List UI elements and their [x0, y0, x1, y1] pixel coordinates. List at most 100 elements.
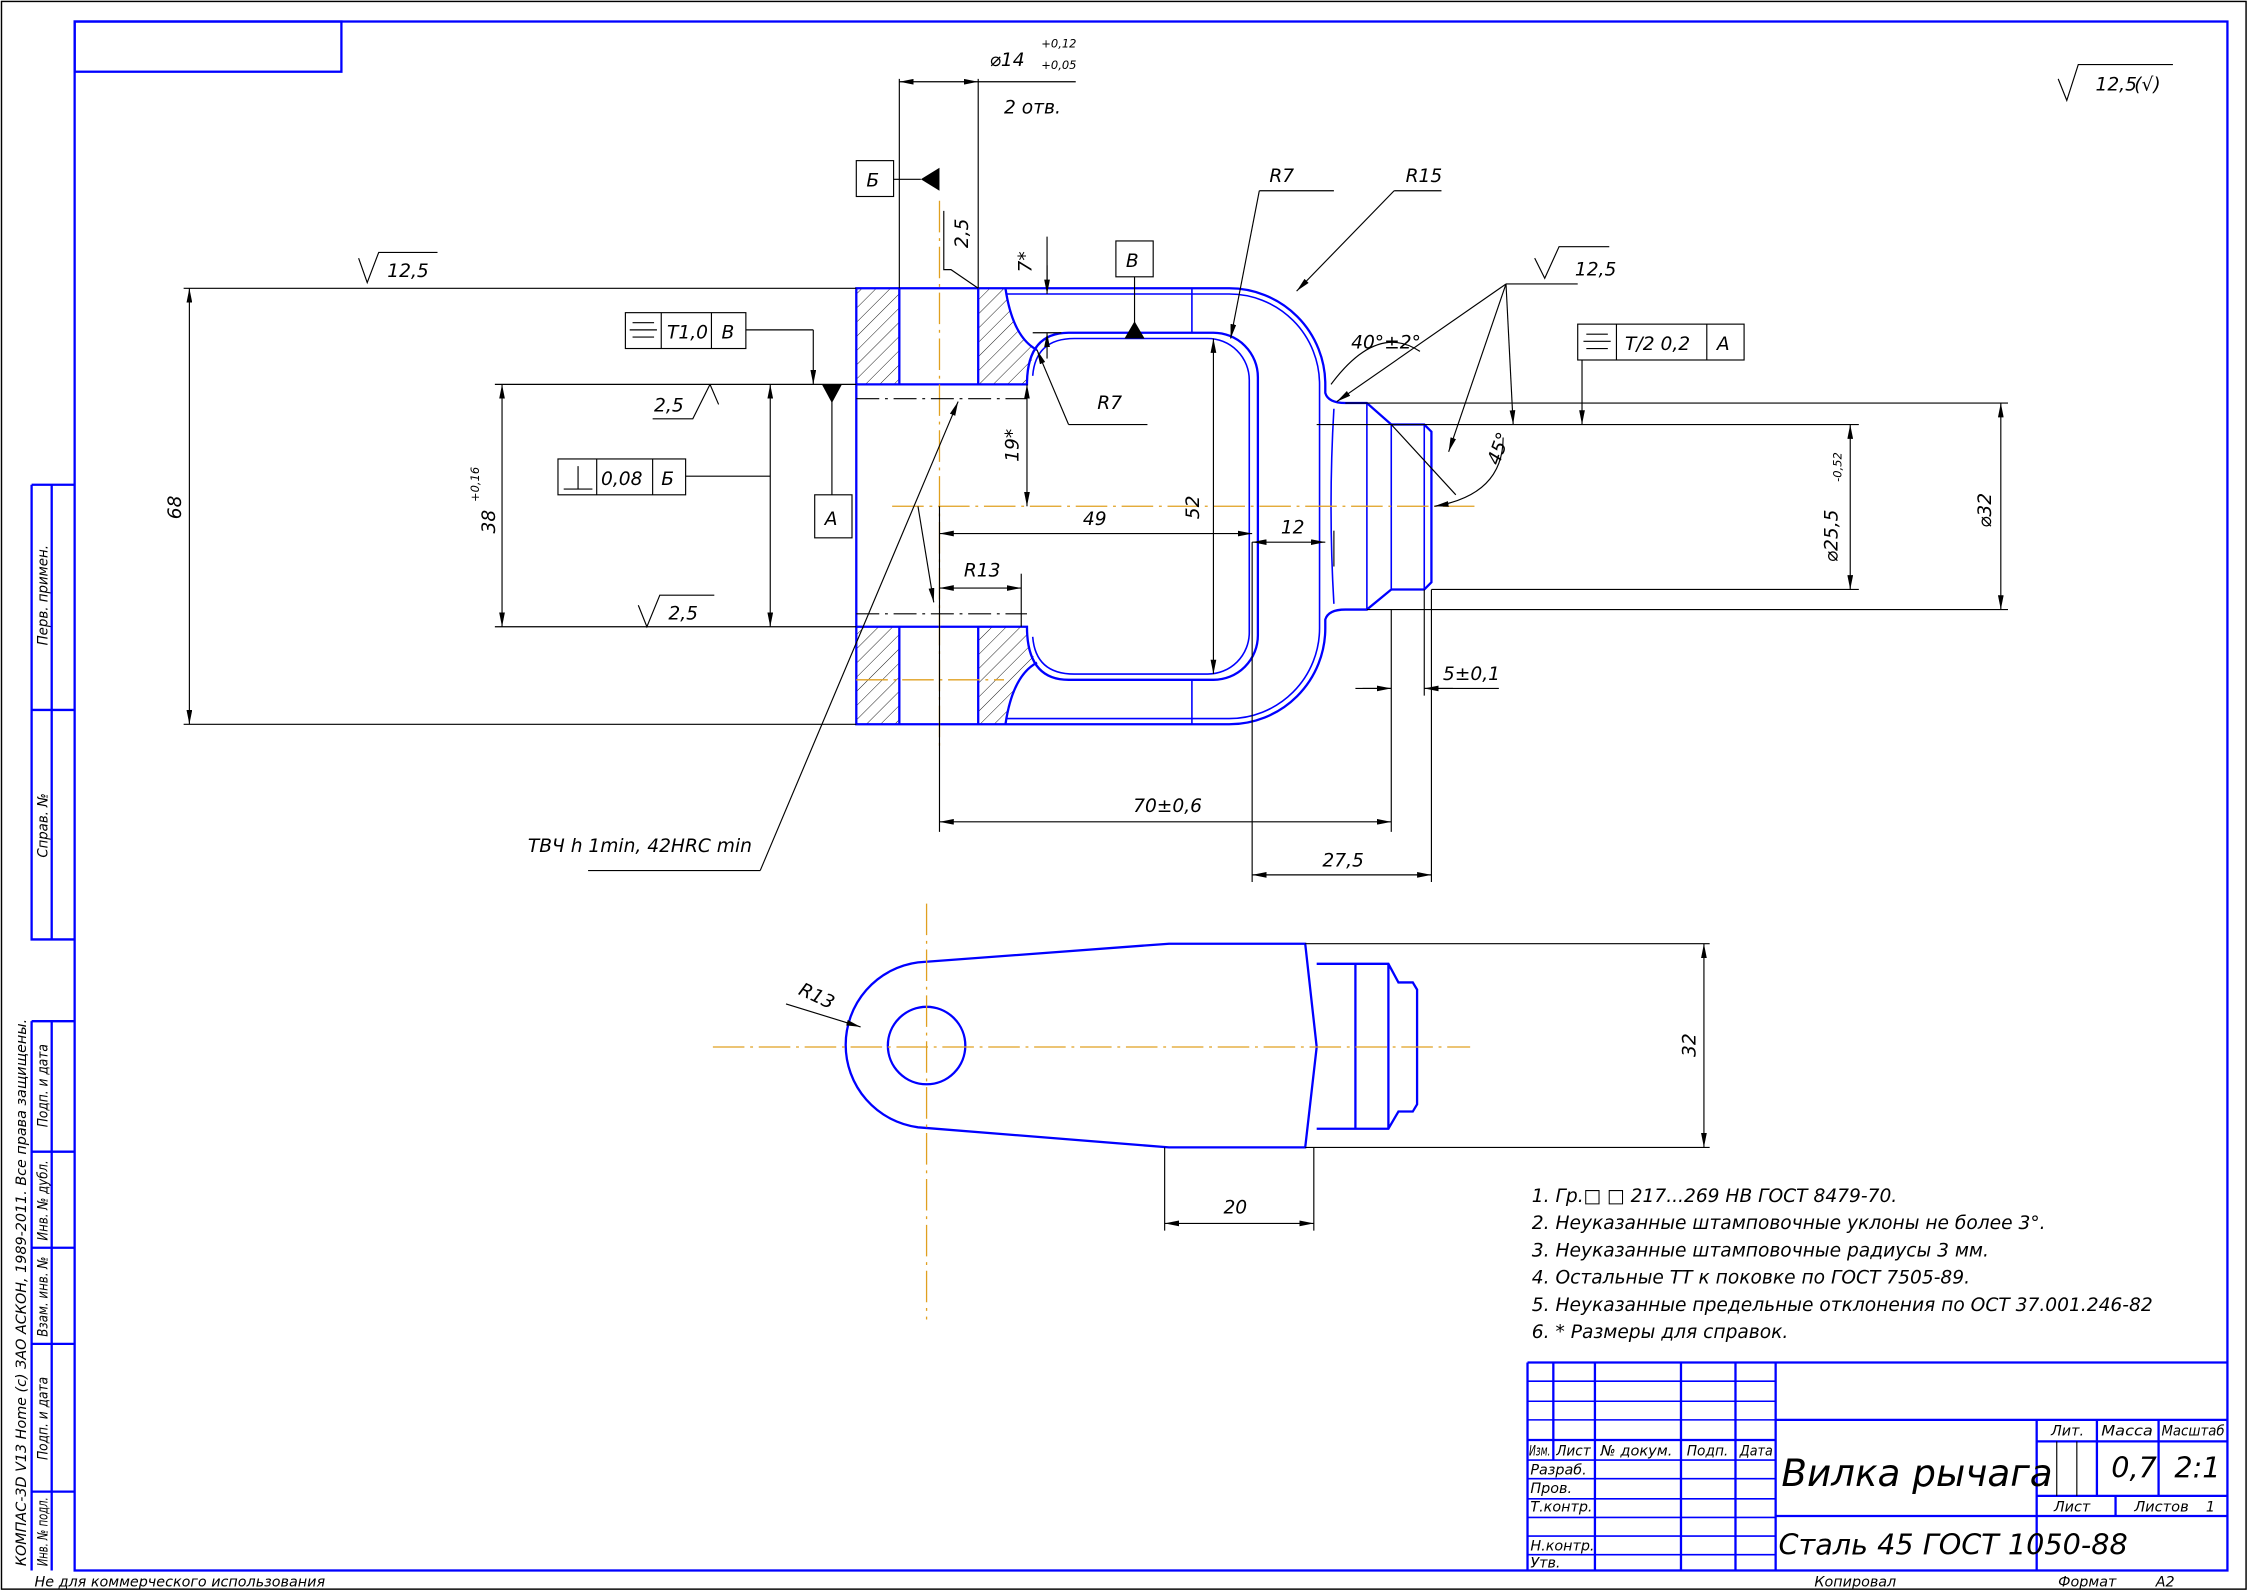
- note: 5. Неуказанные предельные отклонения по …: [1532, 1295, 2153, 1316]
- dimension-70: 70±0,6: [938, 506, 1392, 832]
- tb-role: Пров.: [1530, 1481, 1572, 1497]
- symmetry-icon: [1583, 333, 1611, 350]
- hole-tol-lower: +0,05: [1041, 58, 1076, 72]
- side-label: Подп. и дата: [35, 1377, 51, 1460]
- footer-notice: Не для коммерческого использования: [34, 1574, 325, 1590]
- lit-label: Лит.: [2050, 1424, 2084, 1440]
- dim-49-text: 49: [1083, 509, 1107, 530]
- roughness-shank: 12,5: [1336, 246, 1616, 452]
- datum-a: А: [814, 384, 853, 539]
- roughness-slot-top-value: 2,5: [654, 396, 684, 417]
- lug-hatching: [856, 288, 1038, 725]
- angle-45: 45°: [1390, 424, 1515, 507]
- dim-d25-tolerance: -0,52: [1831, 452, 1845, 482]
- roughness-top-value: 12,5: [387, 261, 428, 282]
- r7-lower-text: R7: [1097, 393, 1122, 414]
- datum-a-letter: А: [824, 509, 838, 530]
- perpendicular-icon: [563, 466, 593, 490]
- dimension-19: 19*: [1002, 384, 1030, 507]
- dim-5-text: 5±0,1: [1443, 664, 1500, 685]
- tb-role: Утв.: [1530, 1556, 1560, 1572]
- dim-d32-text: ⌀32: [1975, 493, 1996, 528]
- hole-count-text: 2 отв.: [1004, 97, 1061, 118]
- datum-b: Б: [855, 160, 940, 198]
- part-material: Сталь 45 ГОСТ 1050-88: [1779, 1528, 2128, 1562]
- angle-45-text: 45°: [1484, 430, 1515, 468]
- plan-dim-20-text: 20: [1223, 1197, 1247, 1218]
- side-label: Справ. №: [35, 793, 51, 858]
- roughness-slot-bottom: 2,5: [637, 594, 715, 629]
- copyright-text: КОМПАС-3D V13 Home (c) ЗАО АСКОН, 1989-2…: [14, 1019, 30, 1566]
- footer-format-label: Формат: [2058, 1574, 2117, 1590]
- heat-treatment-text: ТВЧ h 1min, 42HRC min: [528, 836, 752, 857]
- roughness-slot-bottom-value: 2,5: [668, 604, 698, 625]
- hole-tol-upper: +0,12: [1041, 36, 1076, 50]
- dimension-52: 52: [1183, 338, 1217, 675]
- centerlines: [856, 200, 1478, 746]
- roughness-slot-top: 2,5: [652, 384, 720, 420]
- datum-v-letter: В: [1126, 251, 1139, 272]
- tb-header: № докум.: [1600, 1444, 1673, 1460]
- note: 4. Остальные ТТ к поковке по ГОСТ 7505-8…: [1532, 1268, 1970, 1289]
- dim-7-text: 7*: [1015, 251, 1036, 272]
- roughness-shank-value: 12,5: [1575, 259, 1616, 280]
- side-strip: Перв. примен. Справ. № Подп. и дата Инв.…: [14, 483, 75, 1571]
- dim-68-text: 68: [165, 495, 186, 519]
- angle-40-text: 40°±2°: [1351, 333, 1421, 354]
- dim-27-5-text: 27,5: [1322, 850, 1363, 871]
- mass-label: Масса: [2101, 1424, 2153, 1440]
- roughness-hole: 2,5: [943, 210, 979, 289]
- radius-r13-main: R13: [939, 561, 1022, 627]
- dimension-12: 12: [1252, 518, 1335, 567]
- dim-38-tolerance: +0,16: [468, 467, 482, 502]
- symmetry-icon: [629, 322, 657, 338]
- sheets-label: Листов: [2133, 1500, 2189, 1516]
- side-label: Подп. и дата: [35, 1044, 51, 1127]
- dim-d25-text: ⌀25,5: [1821, 510, 1842, 563]
- tol-2-value: 0,08: [601, 469, 643, 490]
- hole-dia-text: ⌀14: [990, 50, 1025, 71]
- dim-12-text: 12: [1281, 518, 1305, 539]
- tolerance-frame-perpendicular: 0,08 Б: [557, 458, 771, 496]
- dimension-5: 5±0,1: [1355, 589, 1500, 696]
- dim-70-text: 70±0,6: [1133, 796, 1202, 817]
- dimension-7: 7*: [1015, 236, 1062, 359]
- r7-top-text: R7: [1269, 166, 1294, 187]
- plan-dimension-20: 20: [1164, 1147, 1315, 1231]
- roughness-hole-value: 2,5: [952, 218, 973, 248]
- side-label: Перв. примен.: [35, 545, 51, 645]
- tolerance-frame-symmetry-1: T1,0 В: [624, 312, 817, 385]
- side-label: Инв. № дубл.: [35, 1160, 51, 1240]
- plan-dimension-32: 32: [1305, 943, 1710, 1148]
- tol-1-value: T1,0: [667, 322, 708, 343]
- datum-b-letter: Б: [866, 170, 879, 191]
- sheet-label: Лист: [2053, 1500, 2091, 1516]
- tol-2-datum: Б: [661, 469, 674, 490]
- roughness-top: 12,5: [358, 251, 438, 285]
- heat-treatment-leader: ТВЧ h 1min, 42HRC min: [528, 401, 959, 872]
- note: 6. * Размеры для справок.: [1532, 1322, 1789, 1343]
- dimension-68: 68: [165, 287, 857, 725]
- r15-text: R15: [1406, 166, 1443, 187]
- tb-header: Лист: [1555, 1444, 1591, 1460]
- dimension-d32: ⌀32: [1345, 402, 2008, 611]
- tb-header: Дата: [1739, 1444, 1773, 1460]
- tb-role: Разраб.: [1530, 1462, 1586, 1478]
- footer-format-value: A2: [2155, 1574, 2175, 1590]
- side-label: Взам. инв. №: [35, 1256, 51, 1336]
- tol-3-datum: А: [1716, 334, 1730, 355]
- main-view: 68 38 +0,16 12,5 2,5 2,5 T1,0 В: [165, 36, 2008, 883]
- dim-52-text: 52: [1183, 495, 1204, 519]
- tolerance-frame-symmetry-2: T/2 0,2 А: [1577, 323, 1745, 425]
- note: 1. Гр.□ □ 217...269 НВ ГОСТ 8479-70.: [1532, 1186, 1897, 1207]
- general-roughness: 12,5 (√): [2057, 63, 2173, 103]
- side-label: Инв. № подл.: [35, 1497, 51, 1566]
- radius-r7-lower: R7: [1036, 349, 1148, 426]
- general-roughness-suffix: (√): [2134, 74, 2160, 95]
- hole-diameter-dimension: ⌀14 +0,12 +0,05 2 отв.: [898, 36, 1076, 289]
- part-name: Вилка рычага: [1781, 1451, 2052, 1495]
- title-block: Изм. Лист № докум. Подп. Дата Разраб. Пр…: [1526, 1361, 2228, 1572]
- mass-value: 0,7: [2111, 1450, 2157, 1484]
- footer: Не для коммерческого использования Копир…: [34, 1574, 2174, 1590]
